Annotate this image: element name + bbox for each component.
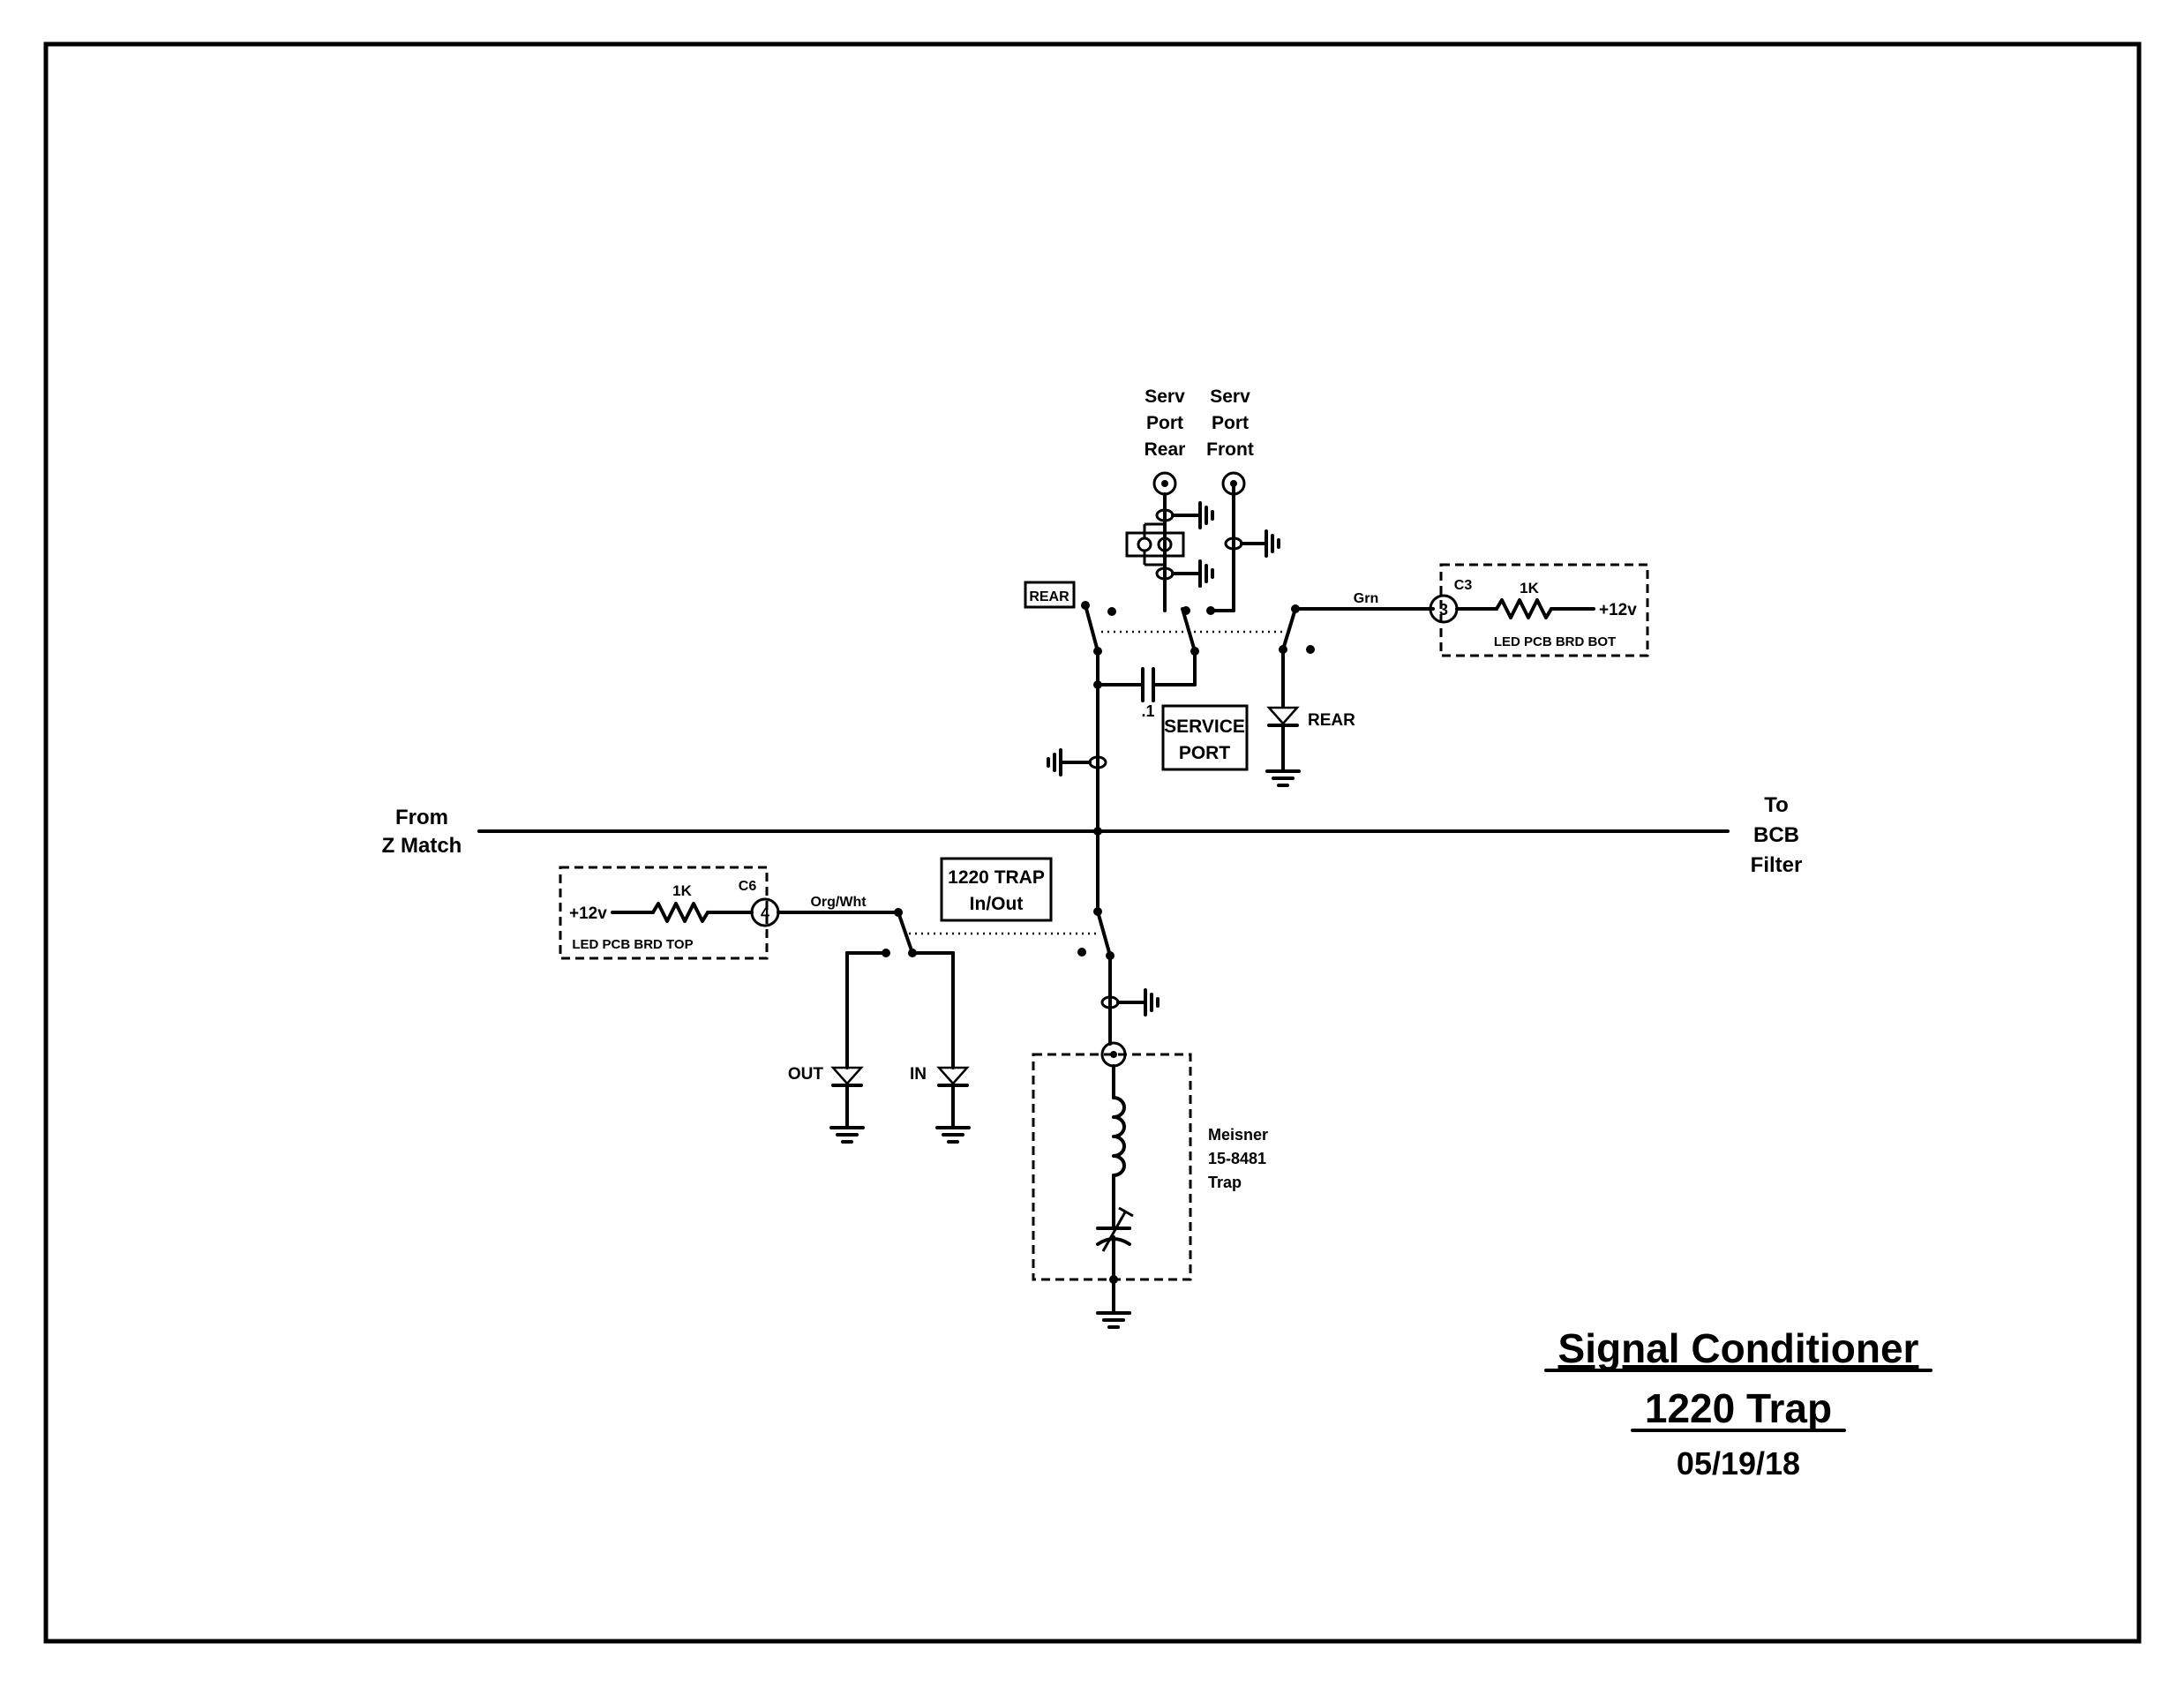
- top-resistor: 1K: [672, 882, 692, 899]
- serv-rear-2: Port: [1146, 413, 1183, 433]
- bot-supply: +12v: [1599, 601, 1637, 619]
- rear-led-label: REAR: [1308, 711, 1355, 730]
- from-label-2: Z Match: [382, 834, 462, 858]
- to-label-1: To: [1764, 793, 1789, 817]
- serv-rear-3: Rear: [1145, 439, 1186, 460]
- serv-front-2: Port: [1212, 413, 1249, 433]
- in-led-label: IN: [910, 1065, 927, 1084]
- serv-front-3: Front: [1206, 439, 1254, 460]
- to-label-3: Filter: [1751, 853, 1803, 877]
- trap-branch: 1220 TRAP In/Out Meisner 15-8481 Trap Or…: [777, 829, 1268, 1329]
- trap-label-3: Trap: [1208, 1174, 1242, 1191]
- top-supply: +12v: [569, 904, 607, 923]
- title-line1: Signal Conditioner: [1558, 1325, 1919, 1371]
- page-border: [43, 41, 2142, 1644]
- service-port-line1: SERVICE: [1164, 716, 1245, 737]
- title-block: Signal Conditioner 1220 Trap 05/19/18: [1544, 1325, 1933, 1482]
- serv-rear-1: Serv: [1145, 386, 1185, 407]
- trap-switch-line1: 1220 TRAP: [948, 867, 1045, 888]
- bot-resistor: 1K: [1520, 580, 1539, 596]
- bot-pin: 3: [1439, 601, 1448, 619]
- top-board: LED PCB BRD TOP: [572, 937, 693, 952]
- out-led: [830, 1066, 864, 1085]
- bot-conn: C3: [1454, 578, 1473, 593]
- trap-label-1: Meisner: [1208, 1126, 1268, 1144]
- serv-front-1: Serv: [1210, 386, 1250, 407]
- led-pcb-bot: 3 C3 1K +12v LED PCB BRD BOT: [1429, 563, 1649, 657]
- top-pin: 4: [761, 904, 769, 922]
- title-line2: 1220 Trap: [1645, 1385, 1832, 1431]
- top-conn: C6: [739, 879, 757, 894]
- service-port-branch: .1 REAR SERVICE PORT: [1024, 386, 1435, 833]
- to-label-2: BCB: [1753, 823, 1799, 847]
- service-port-line2: PORT: [1179, 743, 1231, 763]
- in-led: [936, 1066, 970, 1085]
- from-label-1: From: [395, 806, 448, 829]
- trap-label-2: 15-8481: [1208, 1150, 1266, 1167]
- out-led-label: OUT: [788, 1065, 824, 1084]
- rear-led: [1266, 706, 1300, 725]
- orgwht-wire-label: Org/Wht: [810, 895, 867, 910]
- grn-wire-label: Grn: [1354, 591, 1378, 606]
- cap-value: .1: [1141, 702, 1154, 720]
- bot-board: LED PCB BRD BOT: [1494, 634, 1616, 649]
- led-pcb-top: 4 C6 +12v 1K LED PCB BRD TOP: [559, 866, 780, 960]
- rear-tag: REAR: [1029, 589, 1069, 604]
- title-date: 05/19/18: [1677, 1445, 1800, 1482]
- trap-switch-line2: In/Out: [970, 894, 1024, 914]
